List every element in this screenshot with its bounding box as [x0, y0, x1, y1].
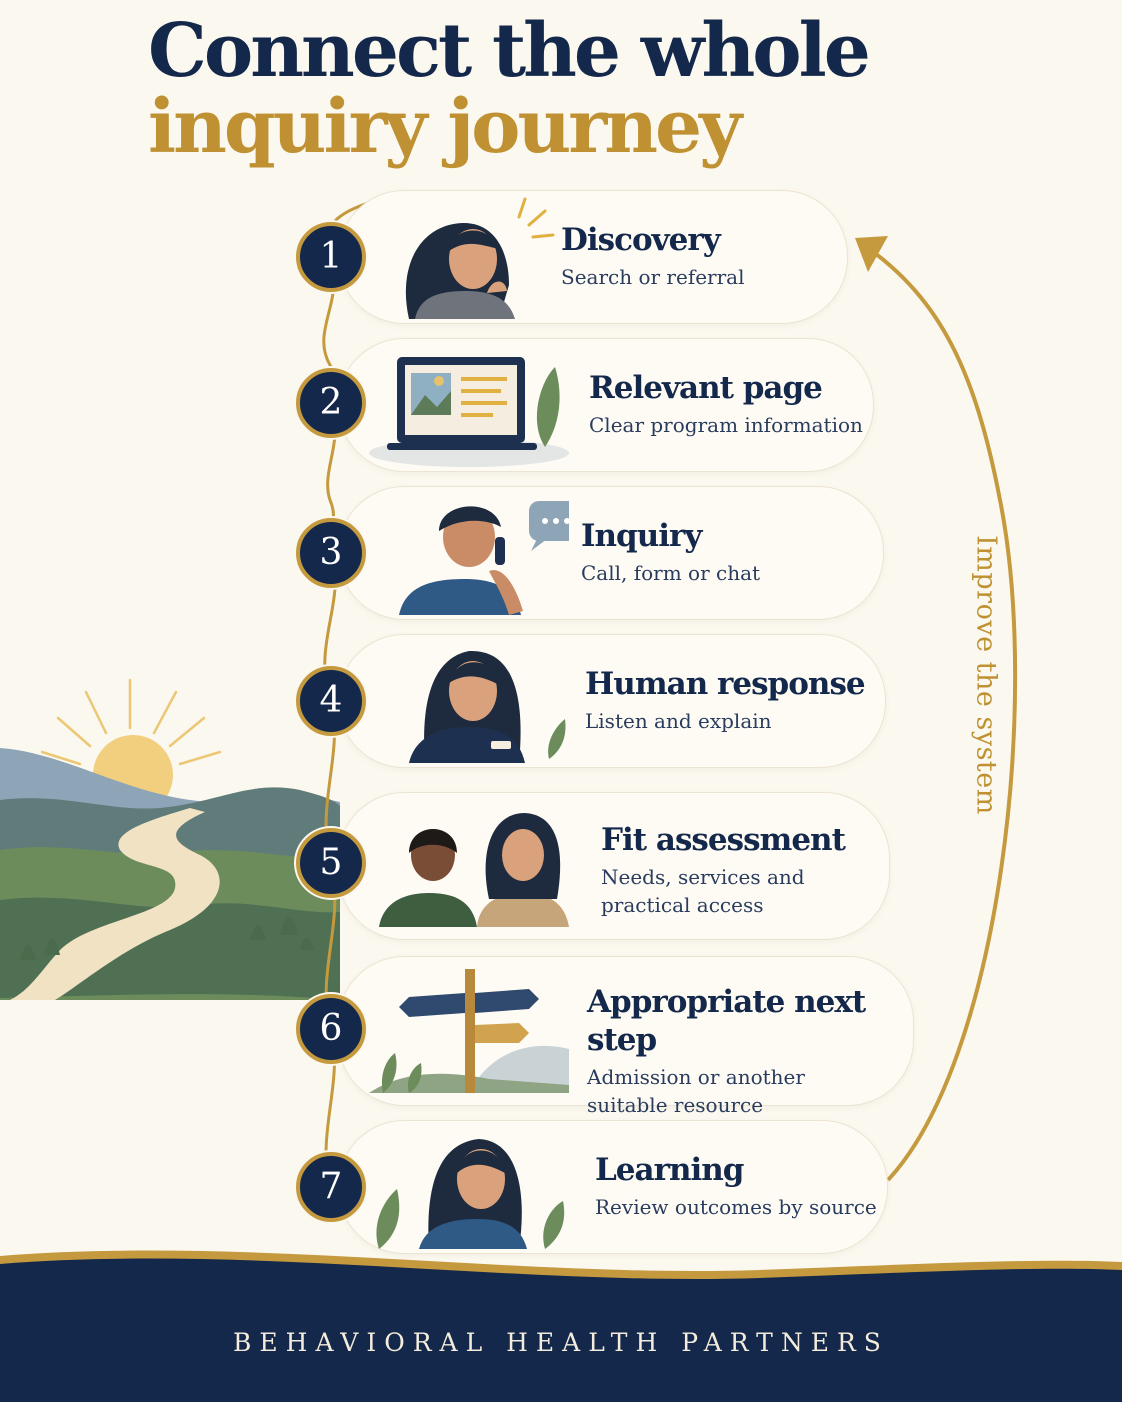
page-title: Connect the whole inquiry journey: [148, 8, 871, 170]
footer-brand: BEHAVIORAL HEALTH PARTNERS: [233, 1328, 889, 1357]
step-6-title: Appropriate next step: [587, 984, 866, 1058]
step-card-discovery: Discovery Search or referral: [338, 190, 848, 324]
step-card-inquiry: Inquiry Call, form or chat: [338, 486, 884, 620]
step-4-number: 4: [296, 666, 366, 736]
footer-wave: [0, 1250, 1122, 1402]
step-card-fit-assessment: Fit assessment Needs, services and pract…: [338, 792, 890, 940]
step-4-title: Human response: [585, 666, 866, 702]
step-6-number: 6: [296, 994, 366, 1064]
step-1-title: Discovery: [561, 222, 721, 258]
phone-call-chat-icon: [399, 501, 569, 615]
step-2-subtitle: Clear program information: [589, 413, 863, 437]
step-card-human-response: Human response Listen and explain: [338, 634, 886, 768]
step-2-number: 2: [296, 368, 366, 438]
two-people-talking-icon: [379, 813, 569, 927]
step-3-title: Inquiry: [581, 518, 702, 554]
title-line-2: inquiry journey: [148, 84, 742, 170]
signpost-icon: [369, 969, 569, 1093]
step-4-subtitle: Listen and explain: [585, 709, 772, 733]
step-2-title: Relevant page: [589, 370, 823, 406]
step-5-subtitle: Needs, services and practical access: [601, 865, 805, 917]
step-3-subtitle: Call, form or chat: [581, 561, 761, 585]
step-card-relevant-page: Relevant page Clear program information: [338, 338, 874, 472]
content-person-icon: [376, 1139, 565, 1249]
step-1-subtitle: Search or referral: [561, 265, 745, 289]
step-7-subtitle: Review outcomes by source: [595, 1195, 877, 1219]
thinking-person-icon: [405, 197, 555, 319]
feedback-loop-arrow: [855, 236, 1018, 1182]
step-3-number: 3: [296, 518, 366, 588]
staff-member-icon: [409, 650, 566, 763]
step-5-number: 5: [296, 828, 366, 898]
step-card-learning: Learning Review outcomes by source: [338, 1120, 888, 1254]
step-7-number: 7: [296, 1152, 366, 1222]
step-5-title: Fit assessment: [601, 822, 846, 858]
step-1-number: 1: [296, 222, 366, 292]
step-6-subtitle: Admission or another suitable resource: [587, 1065, 805, 1117]
step-7-title: Learning: [595, 1152, 744, 1188]
hills-illustration: [0, 748, 340, 1000]
title-line-1: Connect the whole: [148, 8, 871, 94]
feedback-loop-label: Improve the system: [970, 535, 1002, 815]
laptop-webpage-icon: [369, 357, 569, 467]
step-card-appropriate-next-step: Appropriate next step Admission or anoth…: [338, 956, 914, 1117]
